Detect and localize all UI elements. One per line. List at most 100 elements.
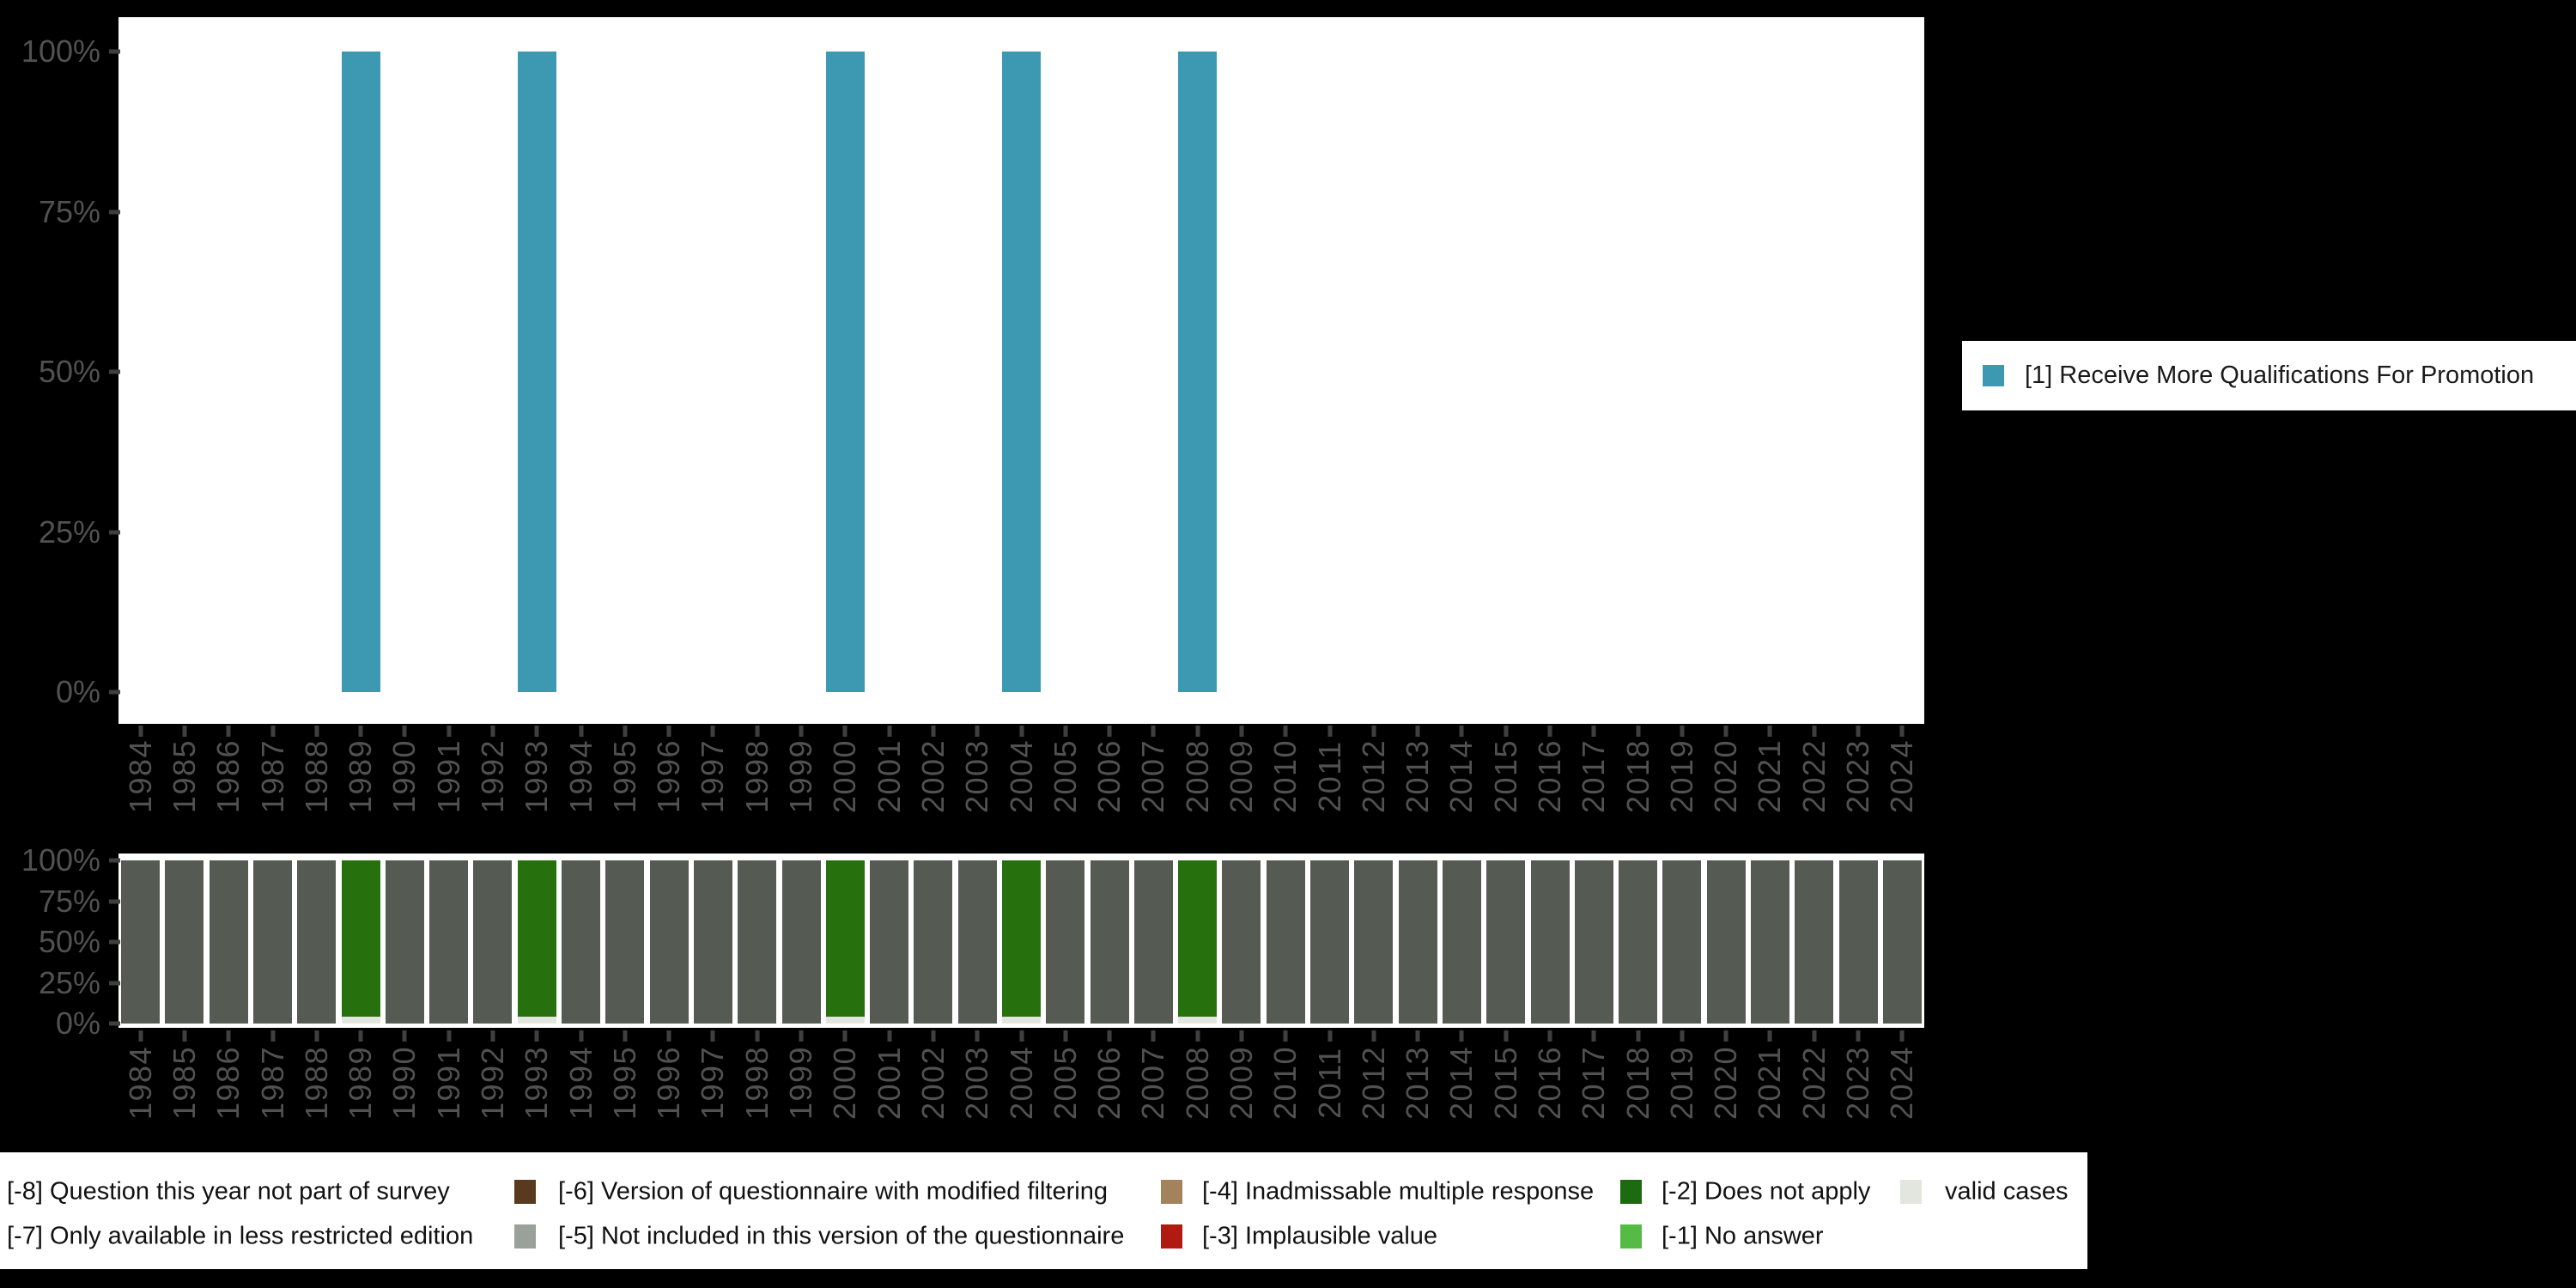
- availability-segment-2004: [1002, 1017, 1041, 1024]
- x-axis-label-2009: 2009: [1223, 1045, 1259, 1121]
- x-axis-tick: [138, 1030, 143, 1042]
- x-axis-label-2019: 2019: [1663, 1045, 1699, 1121]
- x-axis-tick: [1547, 1030, 1552, 1042]
- availability-segment-2013: [1398, 860, 1437, 1024]
- y-axis-label: 50%: [38, 924, 100, 959]
- x-axis-label-1990: 1990: [386, 1045, 422, 1121]
- y-axis-tick: [109, 899, 120, 903]
- x-axis-label-1997: 1997: [695, 738, 731, 814]
- x-axis-label-1998: 1998: [738, 738, 775, 814]
- x-axis-label-1999: 1999: [783, 738, 819, 814]
- legend-swatch--1: [1620, 1224, 1642, 1249]
- legend-label: [-5] Not included in this version of the…: [558, 1222, 1125, 1250]
- x-axis-label-1989: 1989: [343, 1045, 379, 1121]
- x-axis-tick: [1812, 1030, 1817, 1042]
- x-axis-tick: [1680, 726, 1685, 737]
- x-axis-tick: [358, 726, 363, 737]
- availability-segment-2014: [1442, 860, 1481, 1024]
- x-axis-label-2003: 2003: [959, 1045, 995, 1121]
- y-axis-label: 75%: [38, 193, 100, 229]
- x-axis-label-2008: 2008: [1179, 1045, 1215, 1121]
- y-axis-label: 100%: [21, 33, 100, 69]
- x-axis-label-2018: 2018: [1619, 738, 1656, 814]
- x-axis-label-2016: 2016: [1532, 738, 1567, 814]
- x-axis-tick: [1283, 1030, 1288, 1042]
- x-axis-label-1997: 1997: [695, 1045, 731, 1121]
- availability-segment-2012: [1354, 860, 1394, 1024]
- availability-segment-2011: [1310, 860, 1350, 1024]
- x-axis-tick: [1723, 1030, 1728, 1042]
- x-axis-label-2012: 2012: [1355, 1045, 1391, 1121]
- y-axis-tick: [109, 981, 120, 985]
- x-axis-label-2005: 2005: [1047, 738, 1083, 814]
- x-axis-label-1985: 1985: [166, 1045, 202, 1121]
- x-axis-label-2014: 2014: [1443, 738, 1479, 814]
- x-axis-label-2000: 2000: [827, 1045, 863, 1121]
- x-axis-tick: [1591, 1030, 1596, 1042]
- legend-swatch--4: [1161, 1180, 1182, 1204]
- legend-swatch--5: [514, 1224, 536, 1249]
- x-axis-tick: [226, 1030, 231, 1042]
- x-axis-label-2021: 2021: [1752, 738, 1788, 814]
- x-axis-tick: [931, 726, 936, 737]
- x-axis-tick: [270, 726, 276, 737]
- x-axis-label-2002: 2002: [914, 1045, 951, 1121]
- legend-swatch--6: [514, 1180, 536, 1204]
- availability-segment-2022: [1795, 860, 1834, 1024]
- x-axis-label-2015: 2015: [1487, 738, 1523, 814]
- x-axis-label-1994: 1994: [562, 738, 598, 814]
- x-axis-label-2014: 2014: [1443, 1045, 1479, 1121]
- x-axis-label-2013: 2013: [1400, 738, 1436, 814]
- x-axis-tick: [534, 726, 539, 737]
- legend-label: [-2] Does not apply: [1662, 1177, 1871, 1206]
- x-axis-label-1985: 1985: [166, 738, 202, 814]
- x-axis-tick: [402, 726, 407, 737]
- x-axis-tick: [1504, 726, 1509, 737]
- x-axis-tick: [1415, 1030, 1420, 1042]
- x-axis-tick: [402, 1030, 407, 1042]
- y-axis-label: 0%: [55, 1005, 100, 1041]
- x-axis-tick: [1283, 726, 1288, 737]
- availability-segment-1990: [385, 860, 424, 1024]
- availability-segment-1999: [781, 860, 821, 1024]
- x-axis-tick: [270, 1030, 276, 1042]
- x-axis-label-1994: 1994: [562, 1045, 598, 1121]
- x-axis-tick: [1459, 726, 1464, 737]
- y-axis-tick: [109, 210, 120, 214]
- x-axis-tick: [842, 1030, 848, 1042]
- y-axis-label: 0%: [55, 674, 100, 709]
- availability-segment-2004: [1002, 860, 1041, 1018]
- x-axis-tick: [1812, 726, 1817, 737]
- x-axis-tick: [1899, 726, 1905, 737]
- x-axis-tick: [1151, 726, 1156, 737]
- x-axis-label-2021: 2021: [1752, 1045, 1788, 1121]
- x-axis-label-2018: 2018: [1619, 1045, 1656, 1121]
- availability-segment-2007: [1133, 860, 1173, 1024]
- x-axis-tick: [887, 726, 892, 737]
- x-axis-label-1986: 1986: [210, 1045, 246, 1121]
- x-axis-tick: [1856, 1030, 1861, 1042]
- x-axis-tick: [182, 726, 187, 737]
- x-axis-tick: [314, 1030, 319, 1042]
- missing-values-legend: [-8] Question this year not part of surv…: [0, 1152, 2087, 1269]
- availability-segment-2016: [1530, 860, 1570, 1024]
- x-axis-label-2007: 2007: [1135, 1045, 1171, 1121]
- legend-label: [-6] Version of questionnaire with modif…: [558, 1177, 1108, 1206]
- x-axis-tick: [1723, 726, 1728, 737]
- x-axis-label-2010: 2010: [1267, 1045, 1303, 1121]
- x-axis-label-1991: 1991: [430, 1045, 466, 1121]
- x-axis-tick: [755, 1030, 760, 1042]
- x-axis-label-2013: 2013: [1400, 1045, 1436, 1121]
- y-axis-tick: [109, 49, 120, 54]
- x-axis-tick: [1767, 1030, 1772, 1042]
- x-axis-tick: [1239, 1030, 1244, 1042]
- bar-2004: [1002, 52, 1041, 692]
- availability-segment-2006: [1090, 860, 1129, 1024]
- legend-label: valid cases: [1945, 1177, 2069, 1206]
- x-axis-label-2003: 2003: [959, 738, 995, 814]
- legend-label: [-8] Question this year not part of surv…: [7, 1177, 450, 1206]
- availability-segment-1989: [341, 1017, 380, 1024]
- x-axis-tick: [1371, 1030, 1376, 1042]
- x-axis-label-2019: 2019: [1663, 738, 1699, 814]
